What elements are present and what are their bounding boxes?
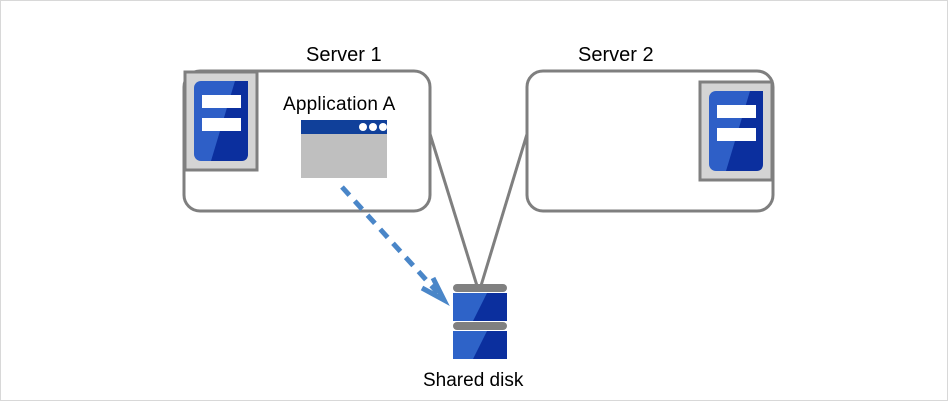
app-window-titlebar [301,120,387,134]
server-icon-bar-top [717,105,756,118]
connector-lines [428,133,529,290]
server-icon-bar-bottom [202,118,241,131]
app-window-dot [359,123,367,131]
server-icon-bar-top [202,95,241,108]
connector-server2-to-disk [478,133,529,290]
shared-disk-label: Shared disk [423,370,524,391]
server-icon-bar-bottom [717,128,756,141]
dashed-arrow-line [340,185,440,295]
shared-disk-icon[interactable] [453,284,507,359]
server-icon-body [194,81,248,161]
server2-server-icon[interactable] [698,80,774,182]
application-a-label: Application A [283,94,396,115]
disk-platter-top [453,293,507,321]
application-a-to-disk-arrow [340,185,450,307]
dashed-arrow-head [420,276,450,307]
connector-server1-to-disk [428,133,480,290]
disk-platter-bottom [453,331,507,359]
server-icon-body [709,91,763,171]
server1-label: Server 1 [306,44,382,66]
disk-band-bottom [453,322,507,330]
app-window-dot [369,123,377,131]
application-window-icon[interactable] [301,120,387,178]
server2-label: Server 2 [578,44,654,66]
app-window-dot [379,123,387,131]
disk-band-top [453,284,507,292]
server1-server-icon[interactable] [183,70,259,172]
